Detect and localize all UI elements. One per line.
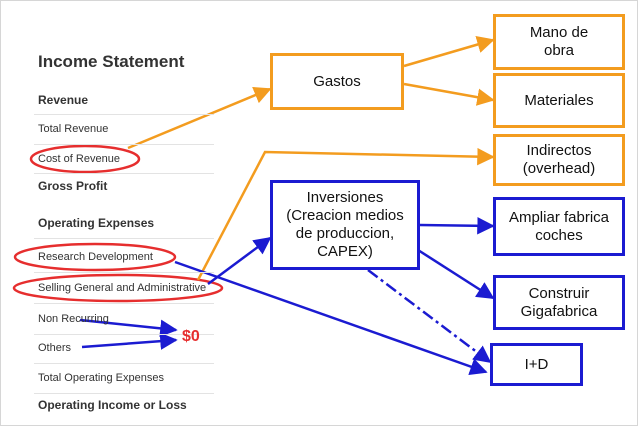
box-materiales: Materiales bbox=[493, 73, 625, 128]
arrow-inversiones-to-gigafabrica bbox=[417, 248, 495, 300]
box-construir-gigafabrica: Construir Gigafabrica bbox=[493, 275, 625, 330]
row-divider bbox=[34, 272, 214, 273]
row-divider bbox=[34, 334, 214, 335]
box-ampliar-fabrica: Ampliar fabrica coches bbox=[493, 197, 625, 256]
arrow-sga-to-indirectos bbox=[196, 147, 495, 281]
row-divider bbox=[34, 363, 214, 364]
arrow-non-recurring-to-zero bbox=[79, 318, 178, 338]
row-divider bbox=[34, 173, 214, 174]
row-operating-income-or-loss: Operating Income or Loss bbox=[38, 398, 187, 412]
row-others: Others bbox=[38, 342, 72, 354]
box-i-mas-d: I+D bbox=[490, 343, 583, 386]
box-inversiones: Inversiones (Creacion medios de producci… bbox=[270, 180, 420, 270]
highlight-research-development bbox=[13, 242, 177, 272]
box-mano-de-obra: Mano de obra bbox=[493, 14, 625, 70]
row-gross-profit: Gross Profit bbox=[38, 179, 108, 193]
row-revenue: Revenue bbox=[38, 93, 89, 107]
box-indirectos: Indirectos (overhead) bbox=[493, 134, 625, 186]
row-research-development: Research Development bbox=[38, 251, 153, 263]
row-divider bbox=[34, 144, 214, 145]
row-selling-general-admin: Selling General and Administrative bbox=[38, 282, 207, 294]
arrow-inversiones-to-i-mas-d bbox=[367, 269, 492, 364]
row-divider bbox=[34, 393, 214, 394]
row-total-revenue: Total Revenue bbox=[38, 123, 109, 135]
income-statement-title: Income Statement bbox=[38, 52, 185, 71]
row-divider bbox=[34, 238, 214, 239]
arrow-gastos-to-materiales bbox=[403, 82, 495, 106]
arrow-inversiones-to-ampliar bbox=[419, 217, 495, 235]
row-total-operating-expenses: Total Operating Expenses bbox=[38, 372, 164, 384]
row-divider bbox=[34, 303, 214, 304]
highlight-cost-of-revenue bbox=[29, 144, 141, 174]
arrow-gastos-to-mano-de-obra bbox=[403, 36, 495, 68]
highlight-selling-general-admin bbox=[12, 273, 224, 303]
arrow-others-to-zero bbox=[81, 332, 178, 350]
row-cost-of-revenue: Cost of Revenue bbox=[38, 153, 120, 165]
row-operating-expenses: Operating Expenses bbox=[38, 216, 155, 230]
arrow-cost-to-gastos bbox=[127, 86, 272, 150]
arrow-rd-to-i-mas-d bbox=[174, 260, 488, 375]
box-gastos: Gastos bbox=[270, 53, 404, 110]
row-divider bbox=[34, 114, 214, 115]
zero-value-label: $0 bbox=[182, 328, 200, 345]
row-non-recurring: Non Recurring bbox=[38, 313, 109, 325]
